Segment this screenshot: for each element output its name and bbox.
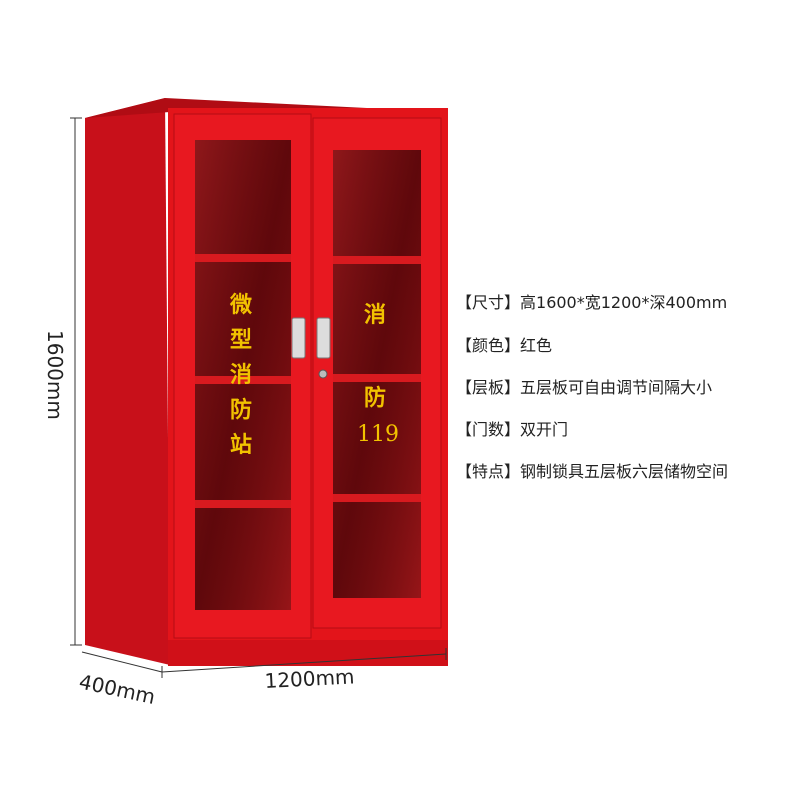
height-dimension-label: 1600mm [43, 330, 67, 420]
spec-value: 高1600*宽1200*深400mm [520, 293, 728, 312]
depth-dimension-label: 400mm [77, 669, 157, 709]
lock-icon [318, 369, 328, 379]
spec-value: 钢制锁具五层板六层储物空间 [520, 462, 729, 481]
left-door-char: 消 [230, 362, 252, 388]
right-door-number: 119 [357, 422, 399, 447]
left-door-char: 微 [229, 292, 252, 318]
shelf [195, 500, 291, 508]
width-dimension-label: 1200mm [264, 664, 355, 693]
cabinet-base [168, 640, 448, 666]
spec-row-shelves: 【层板】五层板可自由调节间隔大小 [456, 374, 712, 398]
spec-label: 【尺寸】 [456, 293, 521, 312]
spec-value: 五层板可自由调节间隔大小 [520, 378, 713, 397]
spec-label: 【门数】 [456, 420, 521, 439]
spec-row-features: 【特点】钢制锁具五层板六层储物空间 [456, 458, 728, 482]
right-door-char: 消 [364, 302, 386, 328]
shelf [195, 376, 291, 384]
spec-label: 【特点】 [456, 462, 521, 481]
right-door-char: 防 [364, 385, 386, 411]
shelf [195, 254, 291, 262]
left-door-char: 站 [230, 432, 252, 458]
spec-value: 红色 [520, 336, 553, 355]
left-door-handle[interactable] [291, 317, 306, 359]
spec-value: 双开门 [520, 420, 569, 439]
cabinet-side-panel [85, 98, 170, 665]
spec-label: 【颜色】 [456, 336, 521, 355]
spec-row-size: 【尺寸】高1600*宽1200*深400mm [456, 289, 727, 313]
spec-row-doors: 【门数】双开门 [456, 416, 568, 440]
dimension-lines [70, 117, 447, 678]
shelf [333, 256, 421, 264]
shelf [333, 374, 421, 382]
spec-row-color: 【颜色】红色 [456, 332, 552, 356]
left-door-char: 型 [230, 327, 252, 353]
shelf [333, 494, 421, 502]
spec-label: 【层板】 [456, 378, 521, 397]
left-door-char: 防 [230, 397, 252, 423]
right-door-handle[interactable] [316, 317, 331, 359]
